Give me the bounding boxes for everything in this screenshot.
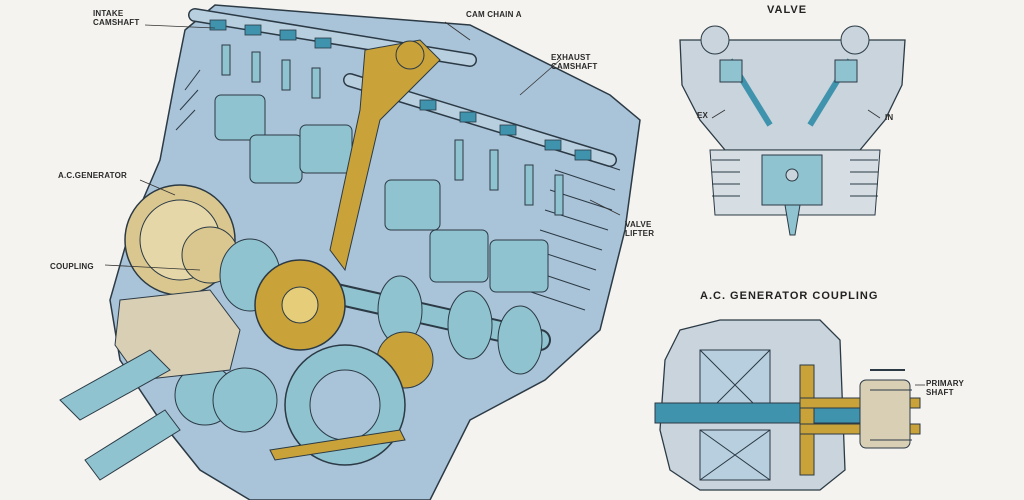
shift-linkage <box>269 429 406 461</box>
valve-title: VALVE <box>767 4 808 16</box>
drive-chain <box>59 349 181 481</box>
label-primary-shaft: PRIMARY SHAFT <box>926 379 964 397</box>
label-cam-chain-a: CAM CHAIN A <box>466 10 522 19</box>
valve-detail-view <box>679 25 906 236</box>
label-exhaust-camshaft: EXHAUST CAMSHAFT <box>551 53 598 71</box>
coupling-title: A.C. GENERATOR COUPLING <box>700 290 879 302</box>
label-ac-generator: A.C.GENERATOR <box>58 171 127 180</box>
label-intake-camshaft: INTAKE CAMSHAFT <box>93 9 140 27</box>
valve-leader-lines <box>711 109 881 119</box>
cylinder-pistons <box>214 94 549 293</box>
label-ex: EX <box>697 111 709 120</box>
cam-chain <box>329 39 441 272</box>
coupling-detail-view <box>654 319 925 491</box>
label-valve-lifter: VALVE LIFTER <box>625 220 655 238</box>
label-coupling: COUPLING <box>50 262 94 271</box>
leader-lines <box>104 21 621 271</box>
label-in: IN <box>885 113 894 122</box>
